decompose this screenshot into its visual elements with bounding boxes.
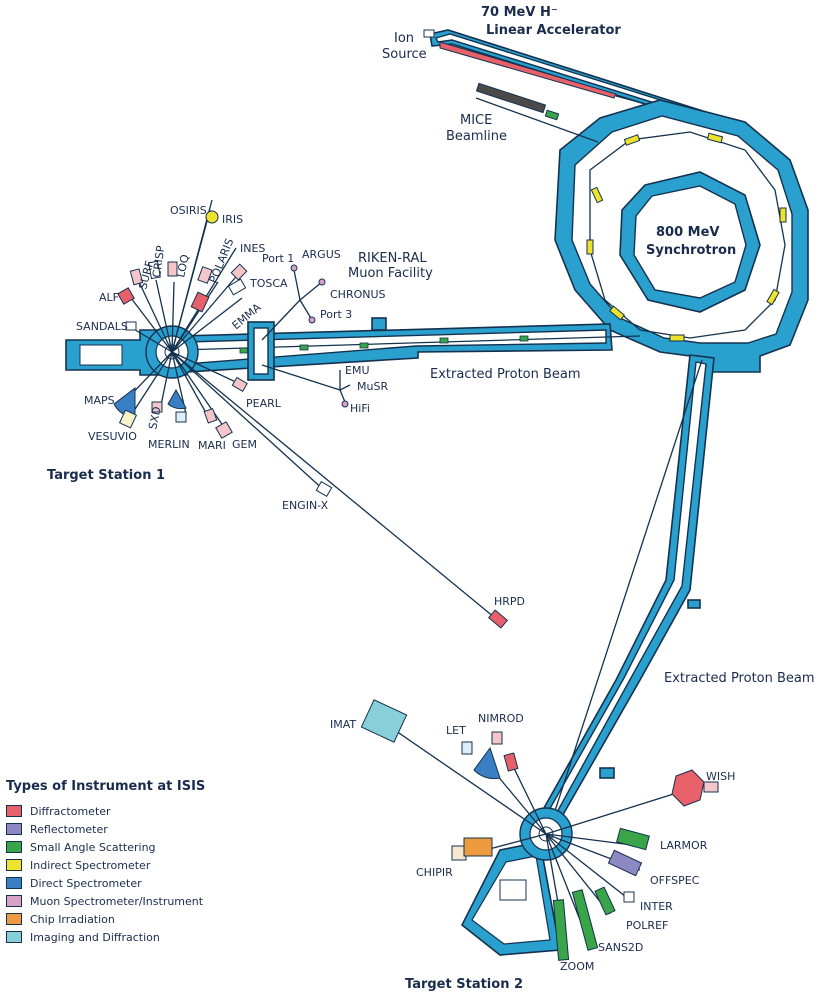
port1-label: Port 1 (262, 252, 294, 265)
ts1-beamlines (113, 199, 509, 629)
linac-title: 70 MeV H⁻ (481, 5, 558, 20)
alf-label: ALF (99, 291, 119, 304)
ion-source-label-2: Source (382, 47, 427, 62)
synchrotron-hall (475, 82, 809, 373)
legend-item-direct: Direct Spectrometer (6, 874, 266, 892)
reflectometer-swatch (6, 823, 22, 835)
offspec-label: OFFSPEC (650, 874, 700, 887)
ines-label: INES (240, 242, 265, 255)
ts2-beamlines (360, 699, 719, 961)
legend-item-indirect: Indirect Spectrometer (6, 856, 266, 874)
legend-item-chip: Chip Irradiation (6, 910, 266, 928)
sxd-label: SXD (146, 405, 163, 430)
mari-label: MARI (198, 439, 226, 452)
tosca-label: TOSCA (249, 277, 288, 290)
polref-label: POLREF (626, 919, 668, 932)
mice-label-2: Beamline (446, 129, 507, 144)
sans2d-label: SANS2D (598, 941, 643, 954)
mice-label: MICE (460, 113, 492, 128)
polaris-label: POLARIS (207, 237, 237, 286)
let-label: LET (446, 724, 466, 737)
legend-item-imaging: Imaging and Diffraction (6, 928, 266, 946)
legend-item-muon: Muon Spectrometer/Instrument (6, 892, 266, 910)
chronus-label: CHRONUS (330, 288, 386, 301)
maps-label: MAPS (84, 394, 115, 407)
muon-facility (247, 264, 351, 408)
linac-subtitle: Linear Accelerator (486, 23, 621, 38)
nimrod-label: NIMROD (478, 712, 524, 725)
osiris-label: OSIRIS (170, 204, 207, 217)
loq-label: LOQ (174, 253, 192, 279)
pearl-label: PEARL (246, 397, 282, 410)
wish-label: WISH (706, 770, 735, 783)
small-angle-swatch (6, 841, 22, 853)
ts2-label: Target Station 2 (405, 977, 523, 992)
sandals-label: SANDALS (76, 320, 128, 333)
hifi-label: HiFi (350, 402, 370, 415)
larmor-label: LARMOR (660, 839, 708, 852)
imaging-swatch (6, 931, 22, 943)
legend-title: Types of Instrument at ISIS (6, 779, 206, 794)
port3-label: Port 3 (320, 308, 352, 321)
imat-label: IMAT (330, 718, 356, 731)
epb-ts2-label: Extracted Proton Beam (664, 671, 815, 686)
synchrotron-label: 800 MeV (656, 225, 719, 240)
inter-label: INTER (640, 900, 673, 913)
epb-ts2-tunnel (538, 354, 715, 821)
vesuvio-label: VESUVIO (88, 430, 137, 443)
gem-label: GEM (232, 438, 257, 451)
enginx-label: ENGIN-X (282, 499, 329, 512)
hrpd-label: HRPD (494, 595, 525, 608)
crisp-label: CRISP (150, 244, 167, 278)
diffractometer-swatch (6, 805, 22, 817)
legend-label: Reflectometer (30, 822, 108, 836)
zoom-label: ZOOM (560, 960, 594, 973)
epb-ts1-label: Extracted Proton Beam (430, 367, 581, 382)
instrument-type-legend: Types of Instrument at ISIS Diffractomet… (6, 779, 266, 946)
legend-item-reflectometer: Reflectometer (6, 820, 266, 838)
ts1-building (65, 325, 199, 379)
legend-label: Imaging and Diffraction (30, 930, 160, 944)
legend-label: Muon Spectrometer/Instrument (30, 894, 204, 908)
indirect-swatch (6, 859, 22, 871)
direct-swatch (6, 877, 22, 889)
ts1-label: Target Station 1 (47, 468, 165, 483)
ts2-building (460, 807, 573, 956)
legend-label: Chip Irradiation (30, 912, 115, 926)
legend-label: Indirect Spectrometer (30, 858, 151, 872)
riken-label: RIKEN-RAL (358, 251, 427, 266)
legend-item-diffractometer: Diffractometer (6, 802, 266, 820)
legend-label: Direct Spectrometer (30, 876, 142, 890)
ion-source-label: Ion (394, 31, 414, 46)
merlin-label: MERLIN (148, 438, 190, 451)
muon-swatch (6, 895, 22, 907)
chip-swatch (6, 913, 22, 925)
riken-label-2: Muon Facility (348, 266, 433, 281)
chipir-label: CHIPIR (416, 866, 453, 879)
argus-label: ARGUS (302, 248, 341, 261)
musr-label: MuSR (357, 380, 388, 393)
emu-label: EMU (345, 364, 370, 377)
synchrotron-label-2: Synchrotron (646, 243, 736, 258)
legend-label: Diffractometer (30, 804, 111, 818)
legend-item-small-angle: Small Angle Scattering (6, 838, 266, 856)
legend-label: Small Angle Scattering (30, 840, 156, 854)
iris-label: IRIS (222, 213, 243, 226)
